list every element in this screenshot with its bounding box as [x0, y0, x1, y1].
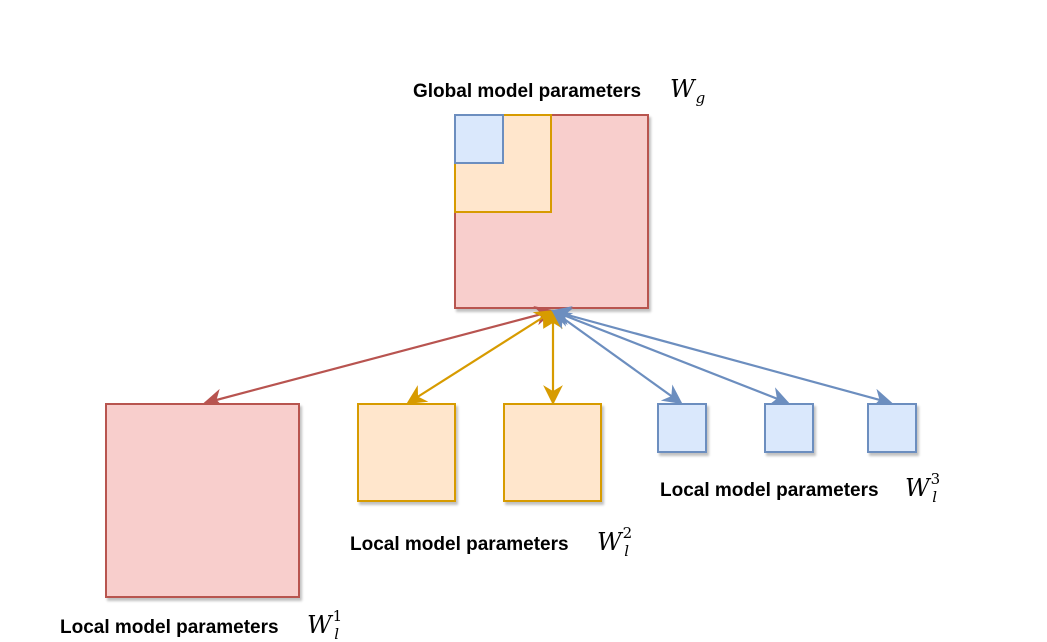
local-blue-block-1 — [657, 403, 707, 453]
global-model-block — [454, 114, 649, 309]
local-red-block-1 — [105, 403, 300, 598]
local-orange-block-1 — [357, 403, 456, 502]
arrow-blue-3 — [551, 306, 893, 408]
arrow-red-1 — [203, 305, 555, 409]
arrow-orange-1 — [406, 309, 555, 405]
local-blue-block-3 — [867, 403, 917, 453]
local-label-2: Local model parameters — [350, 534, 569, 555]
local-blue-block-2 — [764, 403, 814, 453]
local-label-3: Local model parameters — [660, 480, 879, 501]
local-orange-block-2 — [503, 403, 602, 502]
global-symbol: Wg — [670, 75, 705, 107]
local-label-1: Local model parameters — [60, 617, 279, 638]
local-blocks — [105, 403, 917, 598]
arrow-blue-2 — [551, 308, 790, 406]
arrows — [203, 305, 893, 409]
arrow-blue-1 — [551, 309, 683, 405]
global-blue-block — [454, 114, 504, 164]
global-label: Global model parameters — [413, 81, 641, 102]
